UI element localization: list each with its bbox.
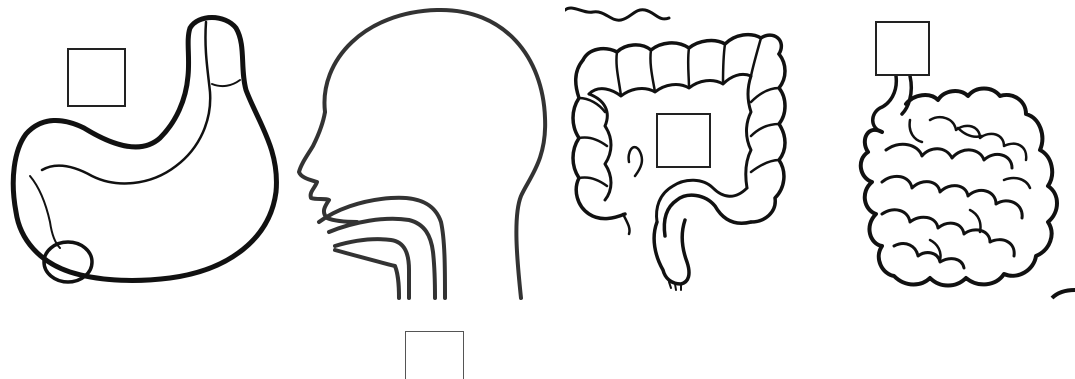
small-intestine-label-box[interactable] <box>875 21 930 76</box>
large-intestine-label-box[interactable] <box>656 113 711 168</box>
large-intestine-drawing <box>565 0 790 300</box>
stomach-icon <box>0 0 295 300</box>
extra-label-box[interactable] <box>405 331 464 379</box>
mouth-esophagus-drawing <box>295 0 565 300</box>
stomach-drawing <box>0 0 295 300</box>
small-intestine-drawing <box>790 0 1075 300</box>
small-intestine-icon <box>790 0 1075 300</box>
head-profile-icon <box>295 0 565 300</box>
stomach-label-box[interactable] <box>67 48 126 107</box>
